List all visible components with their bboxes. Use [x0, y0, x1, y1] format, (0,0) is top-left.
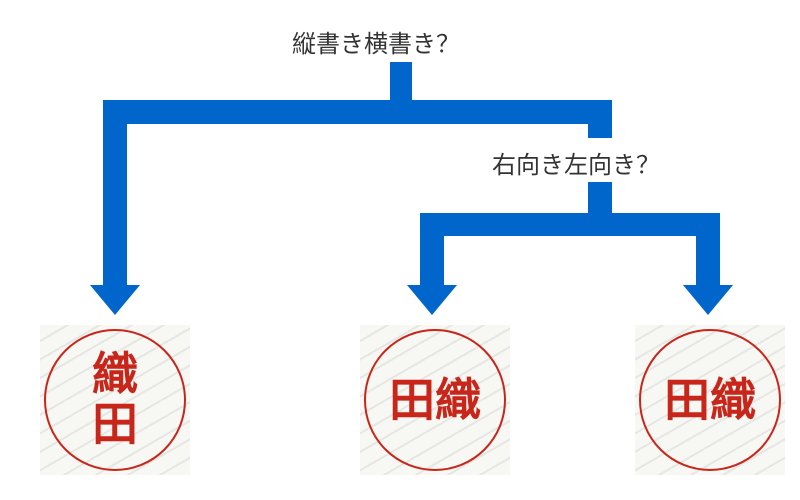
seal-text: 織田	[389, 373, 481, 427]
seal-text: 田織	[664, 373, 756, 427]
seal-ring	[639, 329, 781, 471]
seal-left-facing: 田織	[635, 325, 785, 475]
seal-ring	[364, 329, 506, 471]
seal-vertical: 織田	[40, 325, 190, 475]
question-right-left: 右向き左向き？	[492, 151, 660, 179]
seal-text: 織田	[92, 347, 138, 451]
seal-ring	[44, 329, 186, 471]
question-vertical-horizontal: 縦書き横書き？	[292, 30, 460, 58]
seal-right-facing: 織田	[360, 325, 510, 475]
